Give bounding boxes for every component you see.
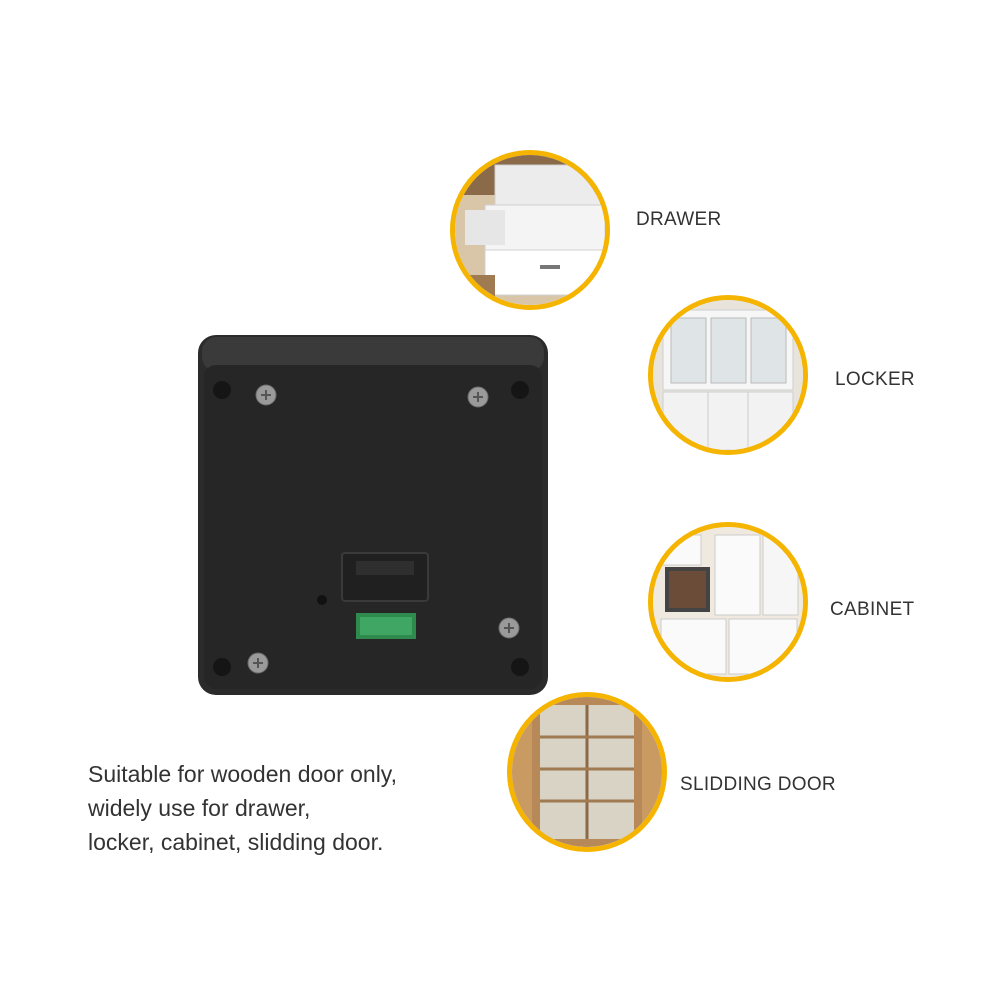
cabinet-label: CABINET	[830, 599, 915, 620]
caption-line-3: locker, cabinet, slidding door.	[88, 829, 384, 855]
locker-use-image	[648, 295, 808, 455]
caption-line-1: Suitable for wooden door only,	[88, 761, 397, 787]
drawer-use-image	[450, 150, 610, 310]
drawer-label: DRAWER	[636, 209, 722, 230]
cabinet-use-image	[648, 522, 808, 682]
locker-label: LOCKER	[835, 369, 915, 390]
caption-line-2: widely use for drawer,	[88, 795, 311, 821]
sliding-door-use-image	[507, 692, 667, 852]
product-caption: Suitable for wooden door only, widely us…	[88, 757, 508, 859]
lock-box-image	[198, 335, 548, 695]
sliding-door-label: SLIDDING DOOR	[680, 774, 836, 795]
